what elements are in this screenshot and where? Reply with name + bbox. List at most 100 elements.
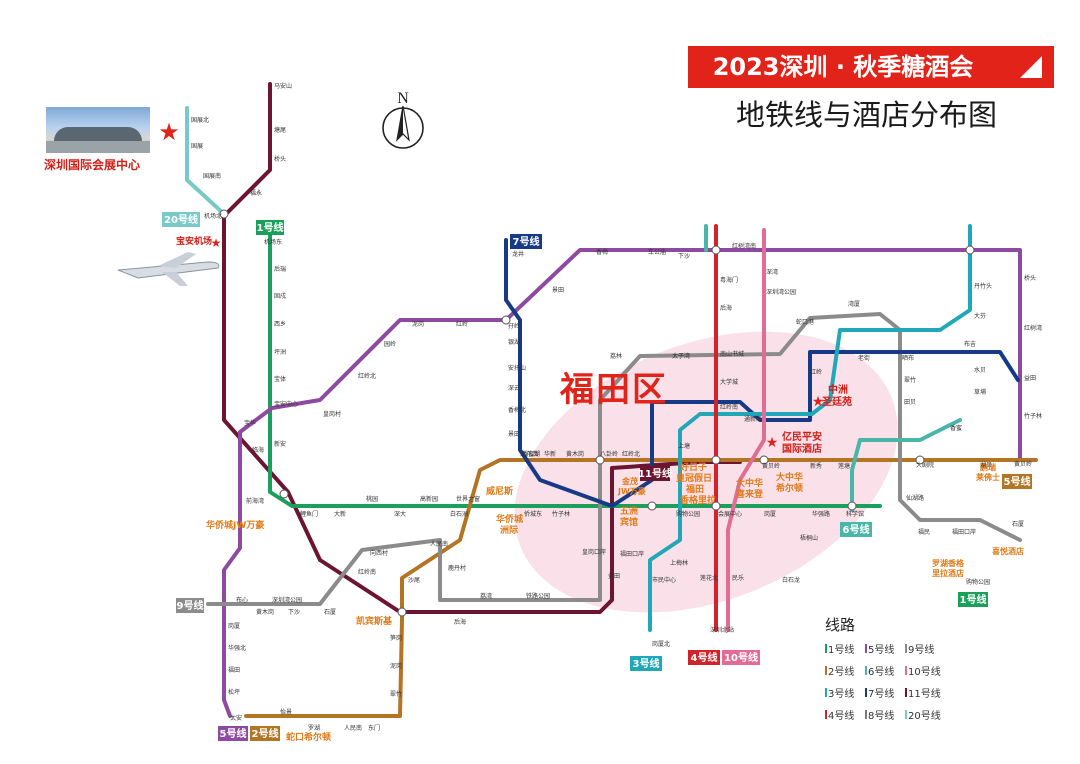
line-20-badge-text: 20号线: [164, 213, 198, 226]
station-label: 黄贝岭: [1014, 460, 1032, 468]
station-label: 福田口岸: [952, 528, 976, 536]
station-label: 前海湾: [246, 497, 264, 505]
station-label: 深湾: [766, 268, 778, 276]
venue-photo: [46, 107, 150, 153]
station-label: 黄贝岭: [762, 462, 780, 470]
station-label: 黄木岗: [566, 450, 584, 458]
station-label: 国展北: [191, 116, 209, 124]
station-dot: [711, 501, 721, 511]
line-2-badge: [250, 726, 280, 741]
line-2-badge-text: 2号线: [252, 727, 279, 740]
station-label: 莲花西: [520, 450, 538, 458]
station-dots: [219, 209, 975, 617]
station-label: 福民: [918, 528, 930, 536]
legend-grid: 1号线 5号线 9号线 2号线 6号线 10号线 3号线 7号线 11号线 4号…: [825, 641, 947, 722]
station-label: 后海: [454, 618, 466, 626]
station-label: 桥头: [1024, 274, 1036, 282]
station-label: 上塘: [678, 442, 690, 450]
station-label: 白石龙: [782, 576, 800, 584]
station-label: 科学馆: [846, 510, 864, 518]
page-title: 2023深圳 · 秋季糖酒会: [712, 53, 974, 81]
legend-item: 5号线: [865, 641, 905, 656]
station-label: 上梅林: [670, 559, 688, 567]
station-label: 深圳北站: [710, 626, 734, 634]
legend-swatch: [905, 710, 907, 719]
station-label: 草埔: [974, 388, 986, 396]
legend-title: 线路: [825, 616, 856, 634]
station-dot: [915, 455, 925, 465]
station-label: 粤海门: [720, 276, 738, 284]
station-label: 石厦: [324, 609, 336, 616]
district-label: 福田区: [560, 370, 668, 410]
flag-icon: [1020, 56, 1042, 78]
hotel-label-zhongzhou: 中洲圣廷苑: [822, 383, 852, 408]
station-label: 后瑞: [274, 265, 286, 273]
station-label: 泥岗: [412, 320, 424, 328]
station-label: 鹿丹村: [448, 564, 466, 572]
legend-label: 11号线: [908, 689, 941, 700]
hotel-label-hilton: 大中华希尔顿: [776, 471, 803, 494]
station-dot: [711, 455, 721, 465]
station-label: 福田: [228, 666, 240, 674]
legend-item: 20号线: [905, 707, 947, 722]
station-label: 坪洲: [274, 348, 286, 356]
station-label: 西乡: [274, 321, 286, 328]
station-label: 龙井: [512, 250, 524, 258]
station-label: 孖岭: [508, 322, 520, 330]
line-11-badge: [640, 466, 670, 481]
line-6-path: [850, 418, 962, 512]
line-9-path: [206, 312, 1022, 606]
station-label: 人民南: [344, 724, 362, 732]
line-5-right-badge-text: 5号线: [1004, 475, 1031, 488]
legend-swatch: [825, 688, 827, 697]
station-label: 岗厦: [228, 623, 240, 630]
station-label: 侨城东: [524, 510, 542, 518]
station-label: 仙湖路: [906, 494, 924, 502]
line-1-top-badge-text: 1号线: [257, 221, 284, 234]
title-banner: 2023深圳 · 秋季糖酒会: [688, 46, 1054, 88]
hotel-label-ic: 华侨城洲际: [496, 513, 523, 536]
station-label: 大剧院: [916, 461, 934, 469]
airplane-icon: [117, 252, 220, 286]
station-labels: 马安山 塘尾 桥头 福永 国展北 国展 国展南 机场北 机场东 后瑞 固戍 西乡…: [191, 82, 1042, 732]
line-7-badge-text: 7号线: [513, 235, 540, 248]
legend-item: 3号线: [825, 685, 865, 700]
station-label: 鲤鱼门: [300, 510, 318, 518]
station-label: 向西村: [370, 549, 388, 557]
legend-swatch: [905, 644, 907, 653]
station-label: 水贝: [974, 366, 986, 374]
station-label: 国展南: [203, 172, 221, 180]
venue-label: 深圳国际会展中心: [44, 158, 141, 172]
station-label: 白石洲: [450, 510, 468, 518]
legend-label: 3号线: [828, 689, 855, 700]
line-1-bottom-badge: [958, 592, 988, 607]
station-label: 荔林: [610, 352, 622, 360]
station-label: 香蜜湖: [522, 450, 540, 458]
station-dot: [501, 315, 511, 325]
legend-label: 4号线: [828, 711, 855, 722]
station-label: 南山书城: [720, 350, 744, 358]
hotel-label-venice: 威尼斯: [486, 485, 513, 497]
station-label: 莲花北: [700, 574, 718, 582]
station-label: 景田: [508, 431, 520, 438]
line-1-bottom-badge-text: 1号线: [960, 593, 987, 606]
station-label: 安托山: [508, 364, 526, 372]
line-1-path: [268, 232, 882, 508]
station-label: 园岭: [384, 340, 396, 348]
legend-swatch: [825, 710, 827, 719]
station-label: 宝体: [274, 375, 286, 383]
station-label: 布吉: [964, 340, 976, 348]
station-label: 通新岭: [744, 415, 762, 423]
hotel-label-sheraton: 大中华喜来登: [736, 477, 764, 500]
station-label: 人民南: [430, 540, 448, 548]
legend-label: 9号线: [908, 645, 935, 656]
line-3-path: [648, 224, 972, 632]
line-5-bottom-badge: [218, 726, 248, 741]
station-label: 机场北: [204, 212, 222, 220]
station-label: 固戍: [274, 292, 286, 300]
station-label: 世界之窗: [456, 495, 480, 503]
line-9-badge-text: 9号线: [177, 599, 204, 612]
station-label: 益田: [608, 572, 620, 580]
station-label: 景田: [552, 287, 564, 294]
